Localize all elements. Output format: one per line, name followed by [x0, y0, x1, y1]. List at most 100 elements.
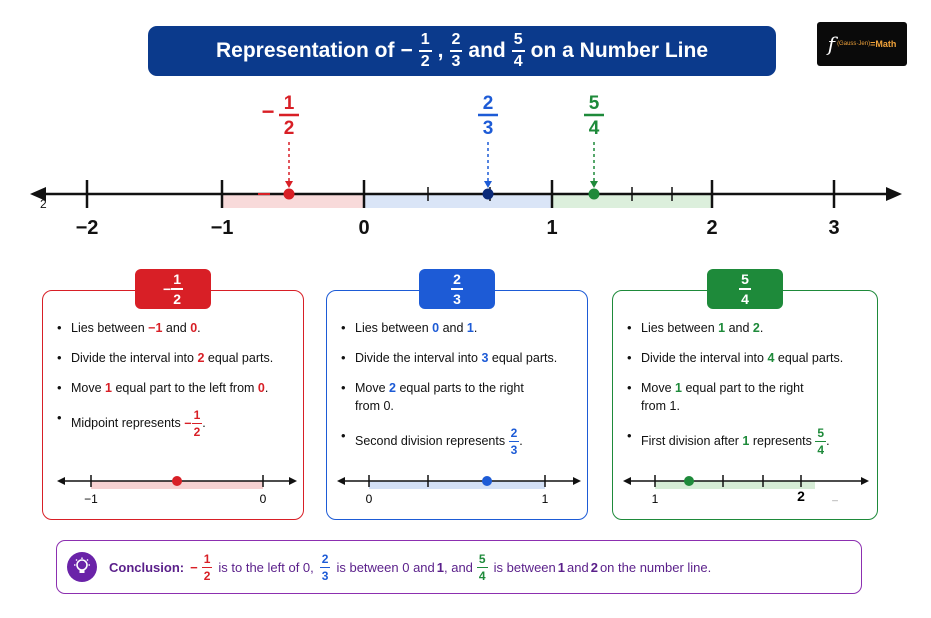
- bullet-item: Divide the interval into 4 equal parts.: [627, 349, 869, 367]
- mini-number-line: 0 1: [337, 475, 581, 506]
- right-arrow-icon: [289, 477, 297, 485]
- point-marker: [283, 188, 295, 200]
- tab-fraction: 1 2: [171, 272, 183, 306]
- highlight: 2: [752, 321, 760, 335]
- tab-neg-sign: −: [163, 281, 172, 297]
- conclusion-text: on the number line.: [599, 559, 712, 575]
- point-denominator: 4: [589, 118, 600, 139]
- conclusion-label: Conclusion:: [109, 559, 185, 575]
- tick-label: −2: [76, 217, 99, 239]
- bullet-item: Divide the interval into 2 equal parts.: [57, 349, 295, 367]
- right-arrow-icon: [573, 477, 581, 485]
- title-fraction-five-fourths: 5 4: [511, 31, 525, 70]
- highlight: 4: [767, 351, 775, 365]
- text: equal parts.: [774, 351, 844, 365]
- mini-point: [684, 476, 694, 486]
- fraction-numerator: 5: [513, 31, 523, 48]
- title-neg-sign: −: [400, 39, 413, 62]
- highlight: 3: [481, 351, 489, 365]
- conclusion-highlight: 1: [436, 559, 444, 575]
- title-separator: ,: [437, 39, 444, 62]
- mini-label: 2: [797, 488, 805, 504]
- conclusion-highlight: 1: [557, 559, 565, 575]
- fraction-denominator: 2: [201, 566, 213, 583]
- bullet-item: Divide the interval into 3 equal parts.: [341, 349, 579, 367]
- card-five-fourths: 5 4 Lies between 1 and 2. Divide the int…: [612, 269, 878, 520]
- text: represents: [749, 433, 816, 448]
- fraction-denominator: 2: [171, 288, 183, 306]
- logo-small-text: (Gauss·Jen): [837, 41, 871, 47]
- mini-label: −1: [84, 492, 98, 506]
- text: from 0.: [355, 399, 394, 413]
- text: 1: [669, 399, 677, 413]
- fraction-denominator: 3: [319, 566, 331, 583]
- point-marker: [482, 188, 494, 200]
- fraction-denominator: 2: [418, 50, 432, 70]
- card-bullets: Lies between 1 and 2. Divide the interva…: [627, 319, 869, 468]
- title-fraction-neg-half: 1 2: [418, 32, 432, 70]
- mini-shade: [369, 481, 545, 489]
- highlight: 1: [466, 321, 474, 335]
- text: equal part to the right: [682, 381, 804, 395]
- title-banner: Representation of − 1 2 , 2 3 and 5 4 on…: [148, 26, 776, 76]
- highlight: 1: [105, 381, 112, 395]
- conclusion-text: is between 0 and: [336, 559, 435, 575]
- point-denominator: 3: [483, 118, 494, 139]
- point-denominator: 2: [284, 118, 295, 139]
- card-tab: 5 4: [707, 269, 783, 309]
- highlight: 0: [190, 321, 198, 335]
- fraction-numerator: 2: [453, 271, 461, 287]
- title-fraction-two-thirds: 2 3: [449, 32, 463, 70]
- text: .: [197, 321, 201, 335]
- point-marker: [588, 188, 600, 200]
- conclusion-text: and: [567, 559, 589, 575]
- highlight: 2: [389, 381, 396, 395]
- text: equal parts.: [204, 351, 274, 365]
- main-number-line: −2 −1 0 1 2 3 2 − 1 2 2 3 5 4: [30, 93, 902, 239]
- point-neg-sign: −: [262, 99, 275, 124]
- text: .: [519, 433, 523, 448]
- mini-label: 1: [542, 492, 549, 506]
- text: Lies between: [71, 321, 149, 335]
- logo-math-text: =Math: [870, 39, 897, 49]
- left-arrow-icon: [337, 477, 345, 485]
- brand-logo: f (Gauss·Jen) =Math: [817, 22, 907, 66]
- highlight: 1: [718, 321, 726, 335]
- conclusion-text: is to the left of 0,: [218, 559, 314, 575]
- mini-label: 0: [260, 492, 267, 506]
- conclusion-text: , and: [444, 559, 473, 575]
- card-bullets: Lies between −1 and 0. Divide the interv…: [57, 319, 295, 450]
- text: Move: [355, 381, 390, 395]
- bullet-item: First division after 1 represents 54.: [627, 427, 869, 456]
- tab-fraction: 5 4: [739, 272, 751, 306]
- fraction-numerator: 1: [173, 271, 181, 287]
- fraction-numerator: 1: [203, 551, 211, 566]
- highlight: 2: [197, 351, 205, 365]
- left-arrow-icon: [57, 477, 65, 485]
- point-numerator: 1: [284, 93, 295, 114]
- highlight: 0: [432, 321, 440, 335]
- pointer-arrow-icon: [590, 181, 598, 188]
- card-tab: 2 3: [419, 269, 495, 309]
- text: First division after: [641, 433, 743, 448]
- tick-label: 2: [706, 217, 717, 239]
- point-five-fourths: 5 4: [584, 93, 604, 200]
- text: .: [473, 321, 478, 335]
- fraction-denominator: 4: [739, 288, 751, 306]
- text: Divide the interval into: [71, 351, 198, 365]
- text: Divide the interval into: [641, 351, 768, 365]
- neg-sign: −: [184, 416, 192, 431]
- tick-label: 1: [546, 217, 557, 239]
- text: equal parts to the right: [396, 381, 524, 395]
- highlight: −1: [148, 321, 163, 335]
- fraction-numerator: 1: [193, 408, 201, 422]
- card-neg-half: − 1 2 Lies between −1 and 0. Divide the …: [42, 269, 304, 520]
- point-neg-half: − 1 2: [262, 93, 299, 200]
- text: .: [676, 399, 680, 413]
